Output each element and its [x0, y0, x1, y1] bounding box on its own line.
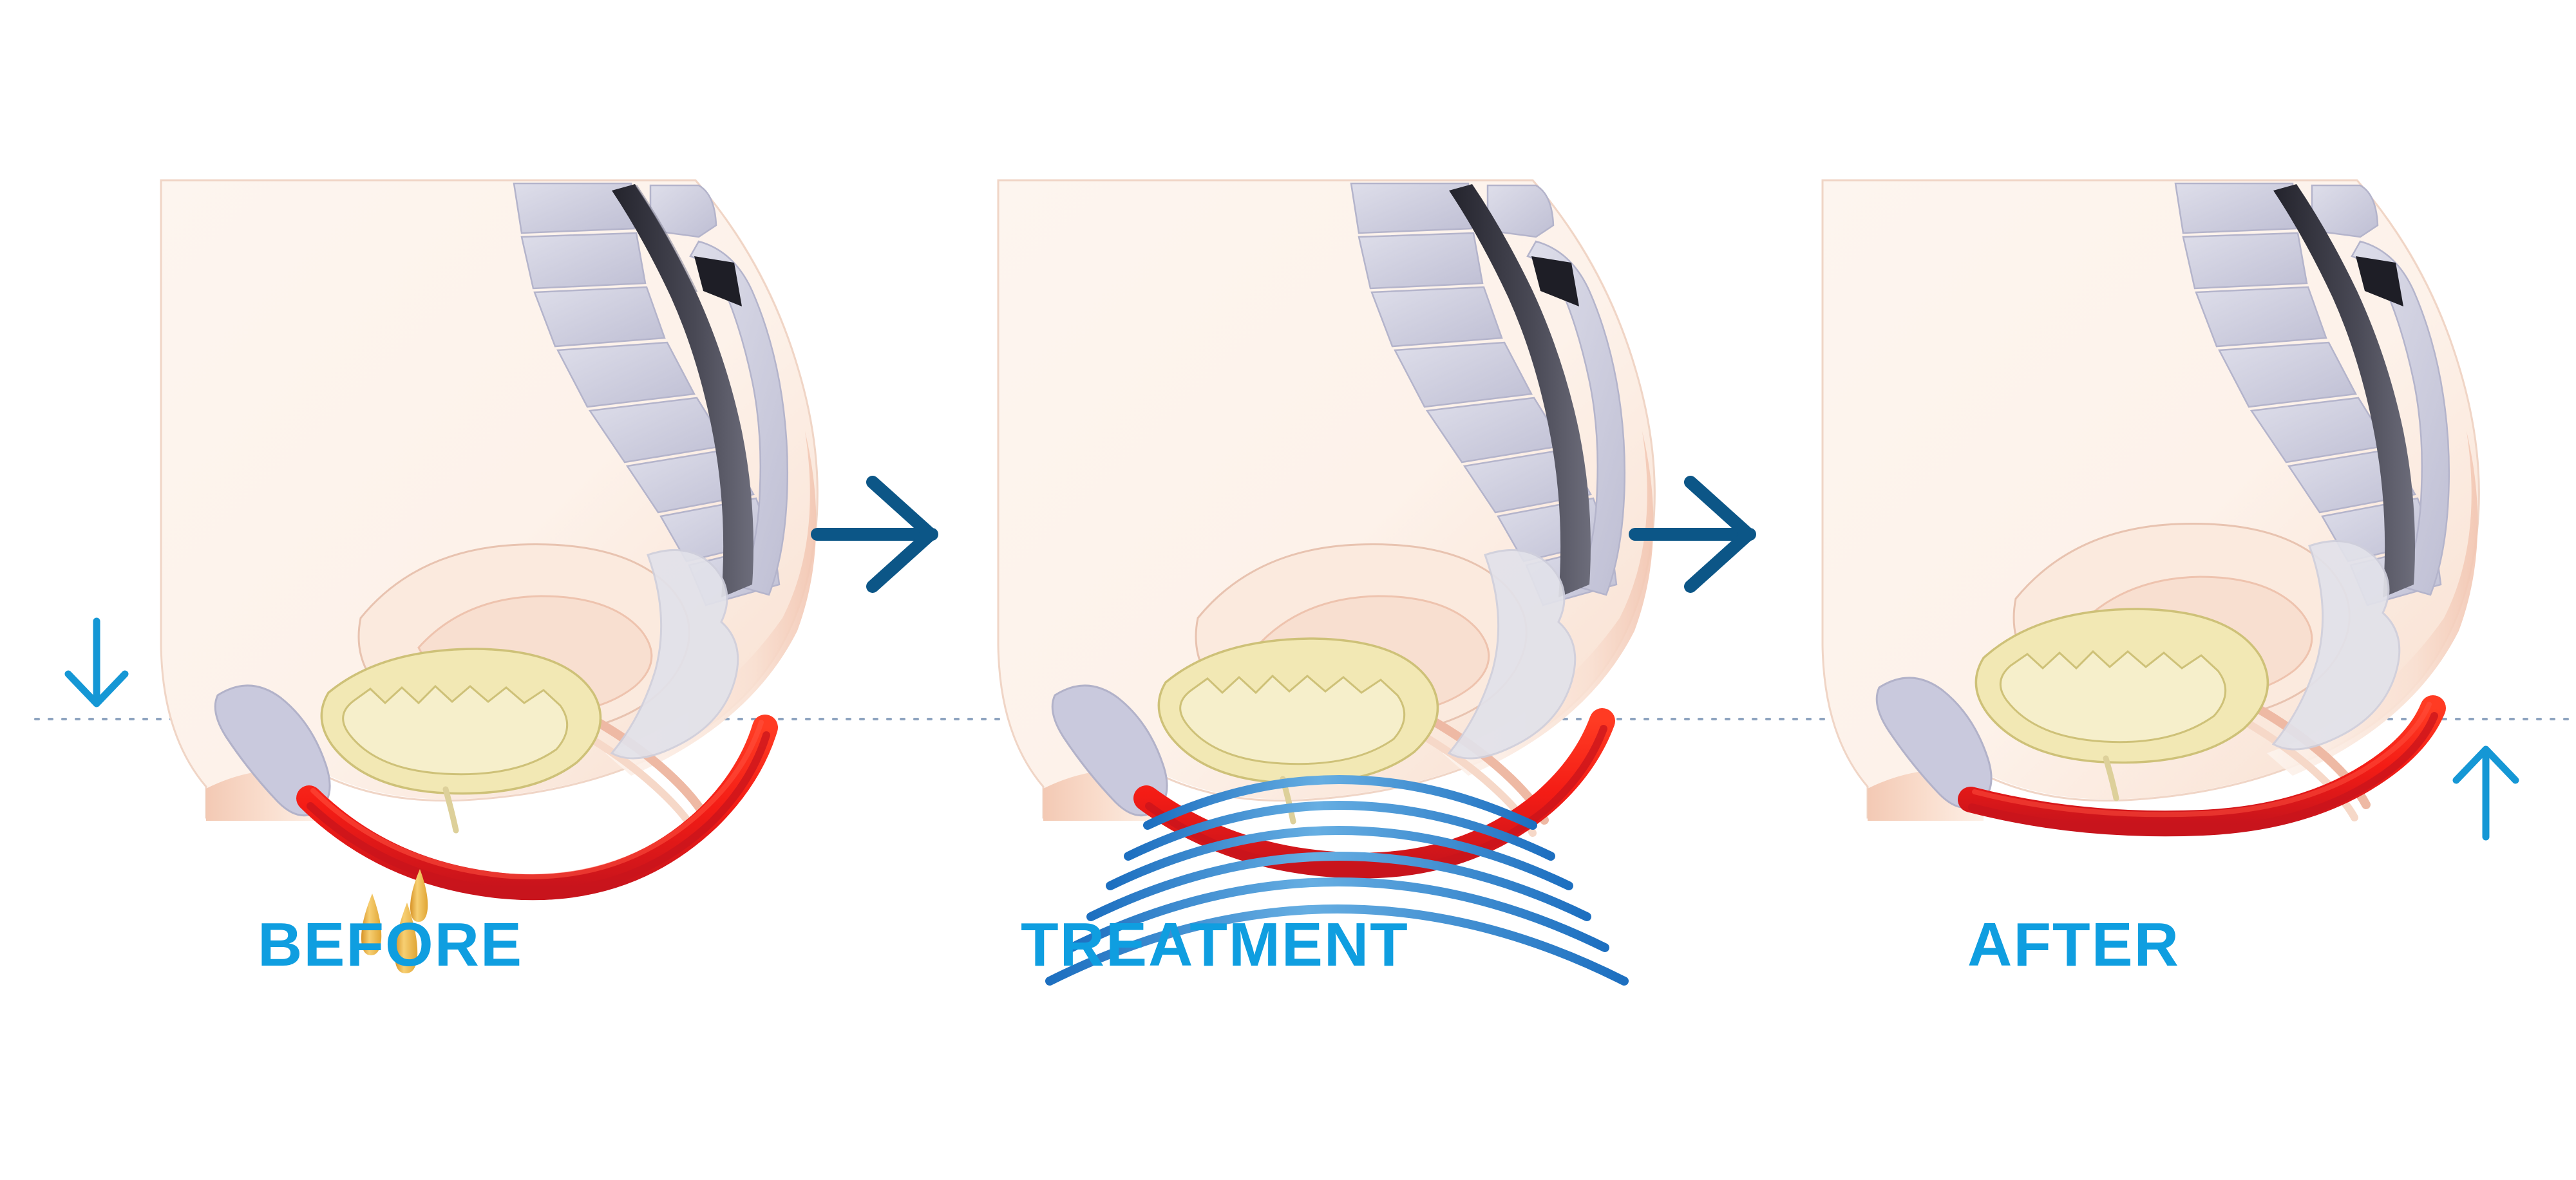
caption-after: AFTER — [1967, 910, 2180, 979]
pelvic-organs — [1051, 543, 1577, 837]
urine-droplets — [361, 869, 428, 973]
sacrum-and-spine — [1350, 182, 1626, 606]
pelvic-floor-muscle — [296, 715, 778, 901]
flow-arrow-treatment-to-after — [1626, 473, 1768, 595]
caption-before: BEFORE — [258, 910, 524, 979]
electromagnetic-waves — [1045, 775, 1629, 986]
pelvic-organs — [1875, 523, 2401, 821]
flow-arrow-before-to-treatment — [808, 473, 950, 595]
arrow-up-icon — [2447, 740, 2524, 843]
sacrum-and-spine — [513, 182, 789, 606]
pelvic-organs — [214, 543, 739, 837]
caption-treatment: TREATMENT — [1021, 910, 1409, 979]
arrow-down-icon — [58, 615, 135, 711]
sacrum-and-spine — [2174, 182, 2450, 606]
panel-before — [116, 155, 889, 973]
pelvic-floor-muscle — [1958, 695, 2446, 837]
panel-after — [1777, 155, 2550, 876]
panel-treatment — [953, 155, 1726, 986]
